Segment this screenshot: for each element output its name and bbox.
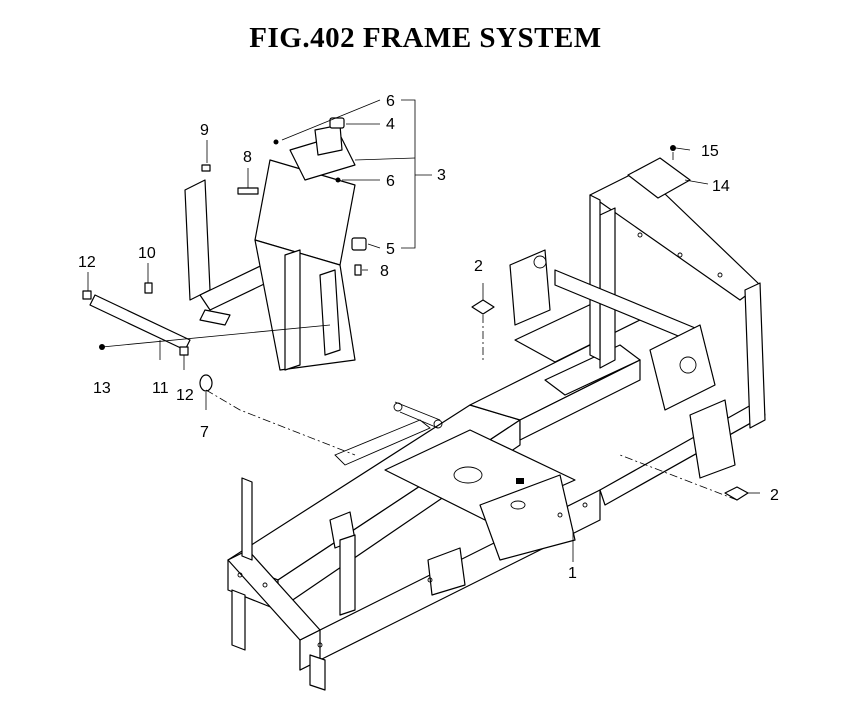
- callout-2-left: 2: [474, 258, 483, 275]
- callout-3: 3: [437, 167, 446, 184]
- part-6-fastener-top: [273, 139, 279, 145]
- main-frame: [227, 169, 766, 691]
- part-14-plate: [627, 157, 691, 199]
- part-2-pad-right: [724, 486, 749, 501]
- part-4-bushing: [329, 117, 345, 129]
- callout-10: 10: [138, 245, 156, 262]
- leader-lines: [87, 99, 760, 562]
- callout-8-top: 8: [243, 149, 252, 166]
- callout-5: 5: [386, 241, 395, 258]
- callout-14: 14: [712, 178, 730, 195]
- callout-8: 8: [380, 263, 389, 280]
- callout-13: 13: [93, 380, 111, 397]
- callout-12-bottom: 12: [176, 387, 194, 404]
- part-6-fastener: [335, 177, 341, 183]
- callout-6-top: 6: [386, 93, 395, 110]
- seat-support-bracket: [184, 124, 362, 371]
- callout-1: 1: [568, 565, 577, 582]
- callout-15: 15: [701, 143, 719, 160]
- callout-6: 6: [386, 173, 395, 190]
- callout-4: 4: [386, 116, 395, 133]
- callout-2-right: 2: [770, 487, 779, 504]
- callout-labels: 1 2 2 3 4 5 6 6 7 8 8 9 10 11 12 12 13 1…: [78, 93, 779, 582]
- part-15-bolt: [670, 145, 676, 151]
- callout-12-top: 12: [78, 254, 96, 271]
- part-7-washer: [199, 374, 213, 392]
- callout-11: 11: [152, 380, 169, 397]
- part-9-clip: [201, 164, 211, 172]
- part-12-clip-top: [82, 290, 92, 300]
- part-11-strap: [89, 294, 191, 351]
- part-5-bushing: [351, 237, 367, 251]
- callout-7: 7: [200, 424, 209, 441]
- figure-title: FIG.402 FRAME SYSTEM: [249, 22, 602, 54]
- part-2-pad-left: [471, 299, 495, 315]
- part-10-bolt: [144, 282, 153, 294]
- part-12-clip-bottom: [179, 346, 189, 356]
- assembly-lines: [205, 152, 738, 501]
- callout-9: 9: [200, 122, 209, 139]
